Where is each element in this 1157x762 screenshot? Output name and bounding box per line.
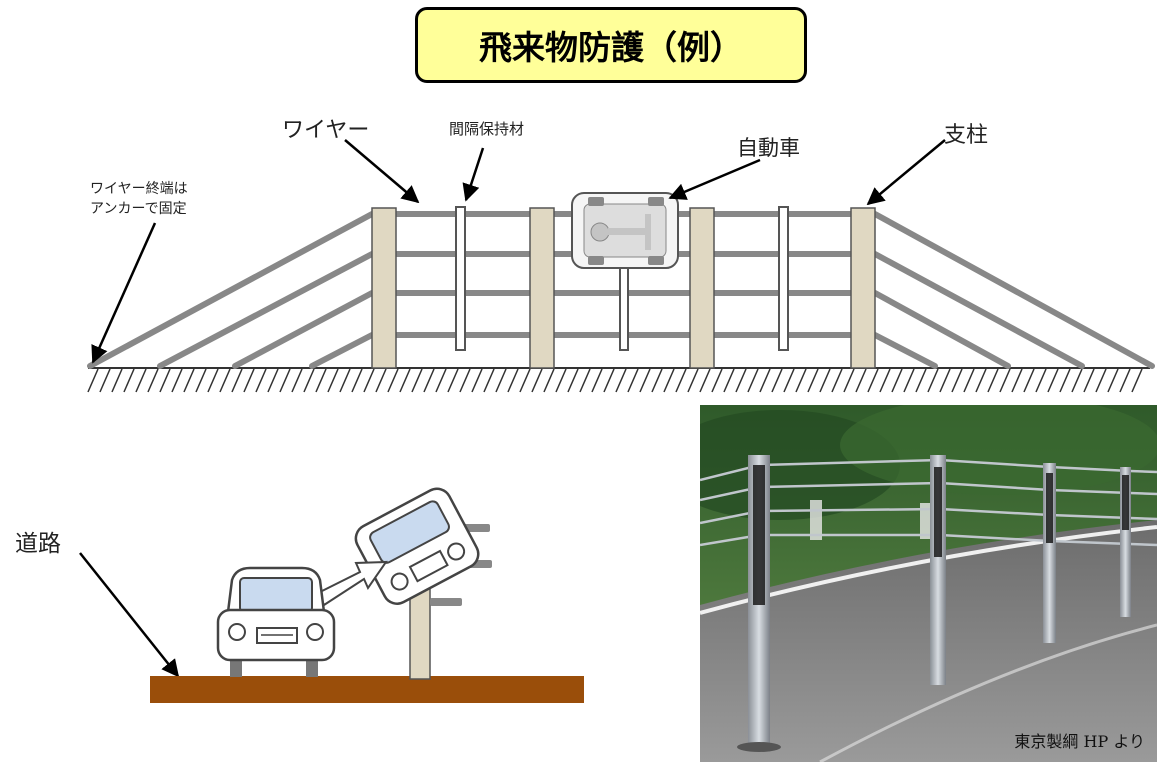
spacers (455, 206, 789, 351)
photo-credit: 東京製綱 HP より (1014, 732, 1145, 751)
road-car (216, 566, 336, 677)
tumbling-car (354, 487, 480, 605)
label-road: 道路 (15, 531, 61, 557)
post-1 (371, 207, 397, 369)
posts (371, 207, 876, 369)
post-2 (529, 207, 555, 369)
title-text: 飛来物防護（例） (479, 28, 743, 67)
motion-arrow (316, 560, 388, 607)
spacer-2 (619, 261, 629, 351)
label-wire-end-anchor: ワイヤー終端は アンカーで固定 (90, 181, 188, 217)
label-spacer: 間隔保持材 (449, 120, 525, 138)
guardrail-photo: 東京製綱 HP より (700, 405, 1157, 762)
anchor-wires (87, 211, 1155, 369)
label-car: 自動車 (737, 136, 800, 160)
post-3 (689, 207, 715, 369)
label-post: 支柱 (944, 123, 989, 148)
post-4 (850, 207, 876, 369)
ground (87, 367, 1150, 393)
spacer-3 (778, 206, 789, 351)
car-top-view (571, 192, 679, 269)
spacer-1 (455, 206, 466, 351)
label-arrows (79, 139, 946, 678)
title-box: 飛来物防護（例） (415, 7, 807, 83)
road-surface (150, 676, 584, 703)
label-wire: ワイヤー (282, 118, 370, 143)
